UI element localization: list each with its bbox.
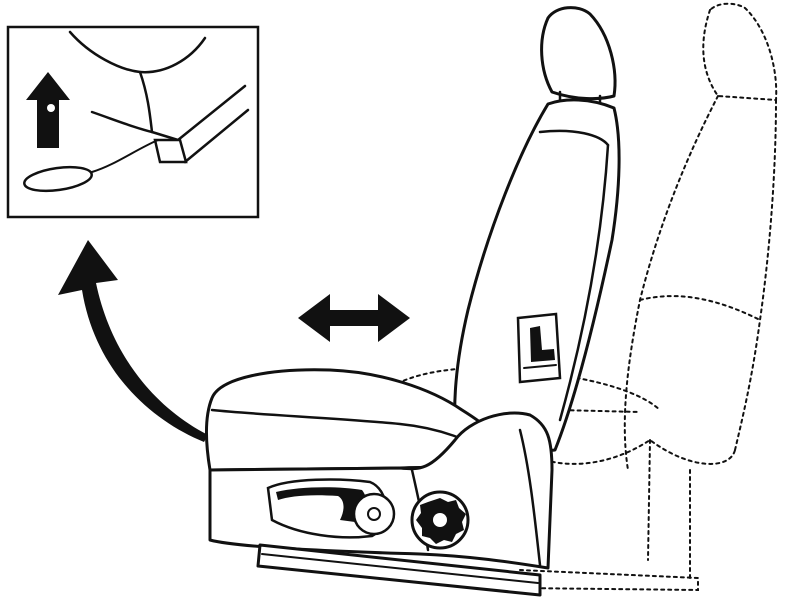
inset-cable bbox=[91, 139, 159, 173]
inset-release-lever bbox=[23, 165, 93, 193]
double-arrow-icon bbox=[298, 294, 410, 342]
inset-detail bbox=[6, 25, 260, 219]
height-lever bbox=[276, 487, 367, 522]
backrest bbox=[453, 98, 621, 462]
dashed-seat-outline bbox=[370, 2, 778, 592]
knob-icon bbox=[410, 490, 470, 550]
inset-latch bbox=[153, 138, 188, 164]
curved-arrow-icon bbox=[58, 240, 208, 442]
recline-lever bbox=[530, 326, 555, 362]
seat-rail bbox=[256, 543, 542, 597]
seat bbox=[204, 6, 621, 597]
headrest bbox=[540, 6, 617, 101]
